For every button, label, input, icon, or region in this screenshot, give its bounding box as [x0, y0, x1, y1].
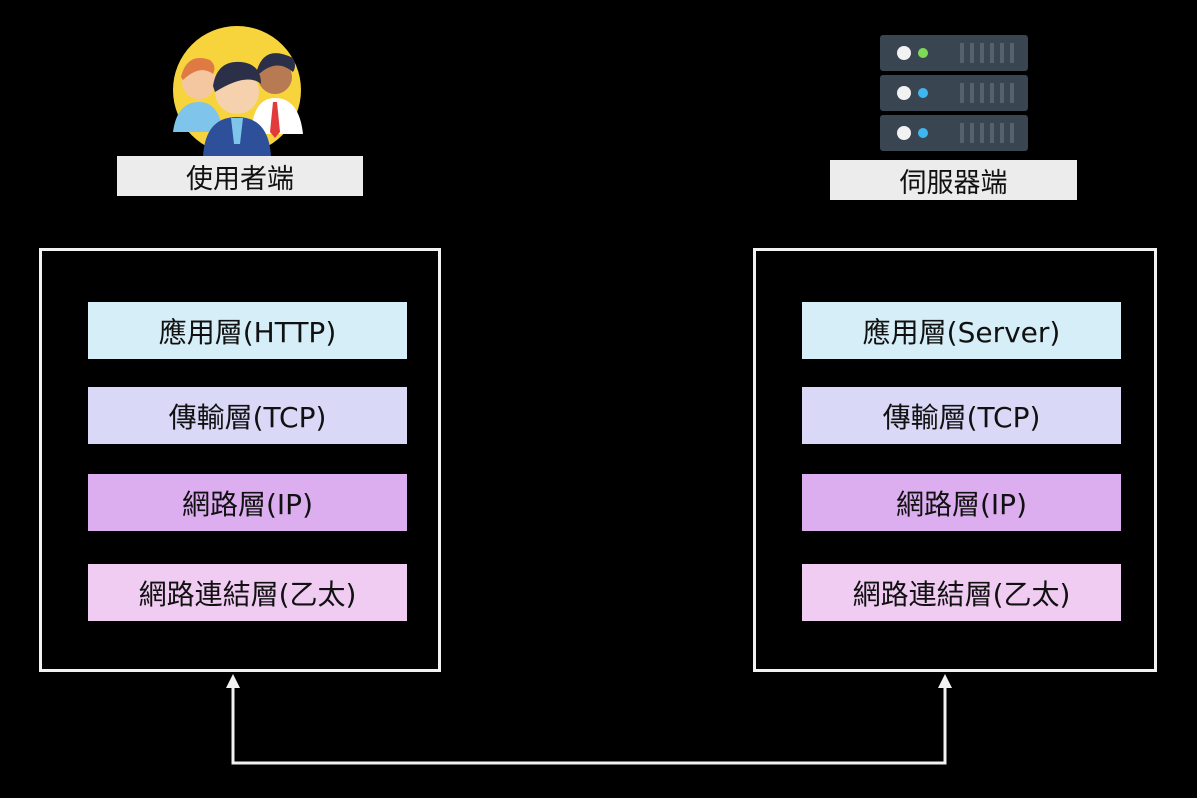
server-label: 伺服器端 [830, 160, 1077, 200]
users-group-icon [165, 22, 310, 157]
client-label: 使用者端 [117, 156, 363, 196]
server-application-layer: 應用層(Server) [802, 302, 1121, 359]
client-protocol-stack: 應用層(HTTP) 傳輸層(TCP) 網路層(IP) 網路連結層(乙太) [39, 248, 441, 672]
server-link-layer: 網路連結層(乙太) [802, 564, 1121, 621]
server-transport-layer: 傳輸層(TCP) [802, 387, 1121, 444]
client-network-layer: 網路層(IP) [88, 474, 407, 531]
server-protocol-stack: 應用層(Server) 傳輸層(TCP) 網路層(IP) 網路連結層(乙太) [753, 248, 1157, 672]
client-transport-layer: 傳輸層(TCP) [88, 387, 407, 444]
client-application-layer: 應用層(HTTP) [88, 302, 407, 359]
server-rack-icon [880, 35, 1028, 153]
server-network-layer: 網路層(IP) [802, 474, 1121, 531]
client-link-layer: 網路連結層(乙太) [88, 564, 407, 621]
